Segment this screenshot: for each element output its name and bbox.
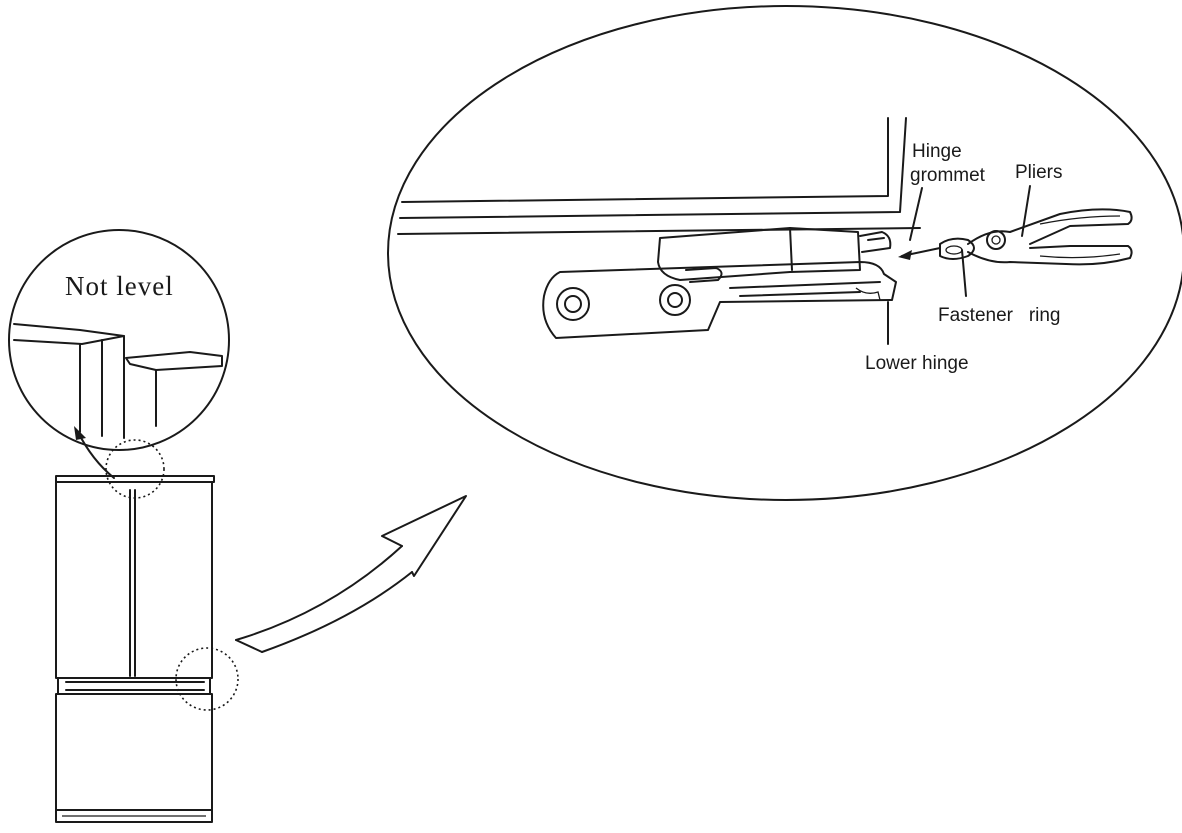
- label-pliers: Pliers: [1015, 162, 1063, 183]
- label-hinge: Hinge: [912, 141, 962, 162]
- refrigerator: [55, 475, 215, 823]
- hinge-focus-circle: [175, 647, 239, 711]
- label-lower-hinge: Lower hinge: [865, 353, 969, 374]
- pliers-shape: [967, 208, 1133, 266]
- fastener-ring-shape: [939, 237, 975, 260]
- label-fastener-ring: Fastener ring: [938, 305, 1061, 326]
- top-focus-circle: [105, 439, 165, 499]
- label-grommet: grommet: [910, 165, 986, 186]
- label-not-level: Not level: [65, 271, 174, 301]
- not-level-arrow: [74, 426, 115, 479]
- leader-lines: [887, 185, 1031, 345]
- callout-arrow: [235, 495, 467, 653]
- detail-callout-ellipse: [387, 5, 1182, 501]
- insert-arrow: [898, 247, 941, 260]
- not-level-circle: [8, 229, 230, 451]
- hinge-grommet-shape: [657, 227, 892, 281]
- cabinet-edge: [397, 117, 921, 235]
- lower-hinge-shape: [542, 261, 897, 339]
- misaligned-doors: [13, 323, 223, 439]
